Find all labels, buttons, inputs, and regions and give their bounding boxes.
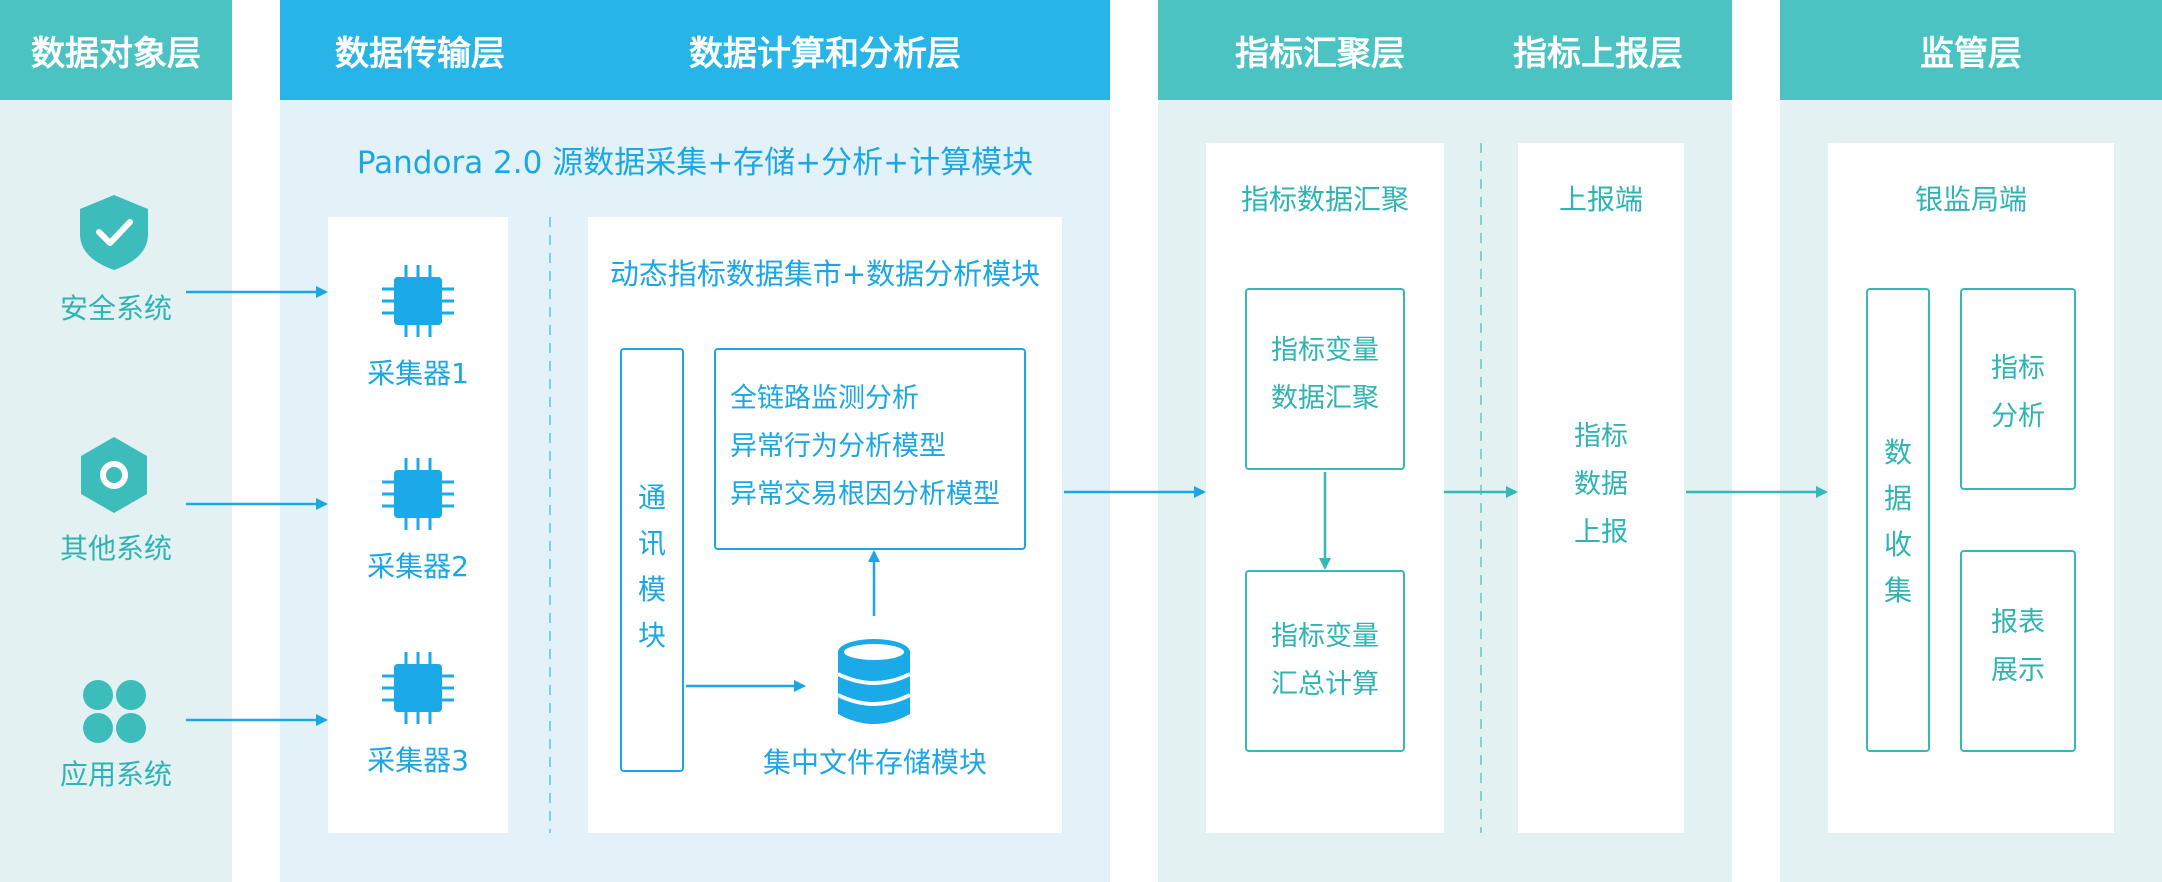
comm-module-char: 通 [637,481,666,514]
object-item-other: 其他系统 [59,532,172,565]
pandora-title: Pandora 2.0 源数据采集+存储+分析+计算模块 [356,144,1034,181]
aggregate-box-2-line: 指标变量 [1271,621,1379,652]
aggregate-box-1-line: 数据汇聚 [1271,383,1379,414]
report-display-line: 报表 [1991,607,2045,638]
analysis-title: 动态指标数据集市+数据分析模块 [609,257,1041,291]
header-transport-layer: 数据传输层 [335,33,505,74]
comm-module-label: 通 讯 模 块 [620,475,684,659]
aggregate-box-2-line: 汇总计算 [1271,669,1379,700]
object-item-security: 安全系统 [59,292,172,325]
header-aggregate-layer: 指标汇聚层 [1235,33,1405,74]
object-layer-column [0,0,232,882]
supervision-title: 银监局端 [1914,183,2027,216]
aggregate-box-2 [1245,570,1405,752]
data-collect-char: 收 [1883,528,1912,561]
header-object-layer: 数据对象层 [0,0,232,100]
report-display-box [1960,550,2076,752]
header-compute-layer: 数据计算和分析层 [689,33,961,74]
report-display-line: 展示 [1991,655,2045,686]
comm-module-char: 模 [637,573,666,606]
indicator-analysis-line: 指标 [1991,353,2045,384]
collector-1-label: 采集器1 [367,357,469,390]
report-text: 指标 数据 上报 [1518,413,1684,557]
report-display-text: 报表 展示 [1960,599,2076,695]
collector-2-label: 采集器2 [367,550,469,583]
storage-label: 集中文件存储模块 [762,746,987,779]
header-blue-band [280,0,1110,100]
aggregate-title: 指标数据汇聚 [1240,183,1409,216]
analysis-models-box [714,348,1026,550]
data-collect-char: 集 [1883,574,1912,607]
report-panel [1518,143,1684,833]
header-report-layer: 指标上报层 [1513,33,1683,74]
data-collect-char: 据 [1883,482,1912,515]
comm-module-box [620,348,684,772]
header-teal-band [1158,0,1732,100]
data-collect-box [1866,288,1930,752]
analysis-models-list: 全链路监测分析 异常行为分析模型 异常交易根因分析模型 [730,375,1020,519]
aggregate-box-1-text: 指标变量 数据汇聚 [1245,327,1405,423]
report-line: 上报 [1574,517,1628,548]
indicator-analysis-text: 指标 分析 [1960,345,2076,441]
indicator-analysis-line: 分析 [1991,401,2045,432]
analysis-line: 异常交易根因分析模型 [730,479,1000,510]
aggregate-box-1-line: 指标变量 [1271,335,1379,366]
analysis-line: 全链路监测分析 [730,383,919,414]
comm-module-char: 块 [637,619,666,652]
aggregate-box-2-text: 指标变量 汇总计算 [1245,613,1405,709]
data-collect-label: 数 据 收 集 [1866,430,1930,614]
report-line: 指标 [1574,421,1628,452]
comm-module-char: 讯 [637,527,666,560]
indicator-analysis-box [1960,288,2076,490]
analysis-line: 异常行为分析模型 [730,431,946,462]
object-item-application: 应用系统 [59,758,172,791]
aggregate-box-1 [1245,288,1405,470]
report-line: 数据 [1574,469,1628,500]
report-title: 上报端 [1558,183,1643,216]
header-supervision-layer: 监管层 [1780,0,2162,100]
data-collect-char: 数 [1883,436,1912,469]
collector-3-label: 采集器3 [367,744,469,777]
